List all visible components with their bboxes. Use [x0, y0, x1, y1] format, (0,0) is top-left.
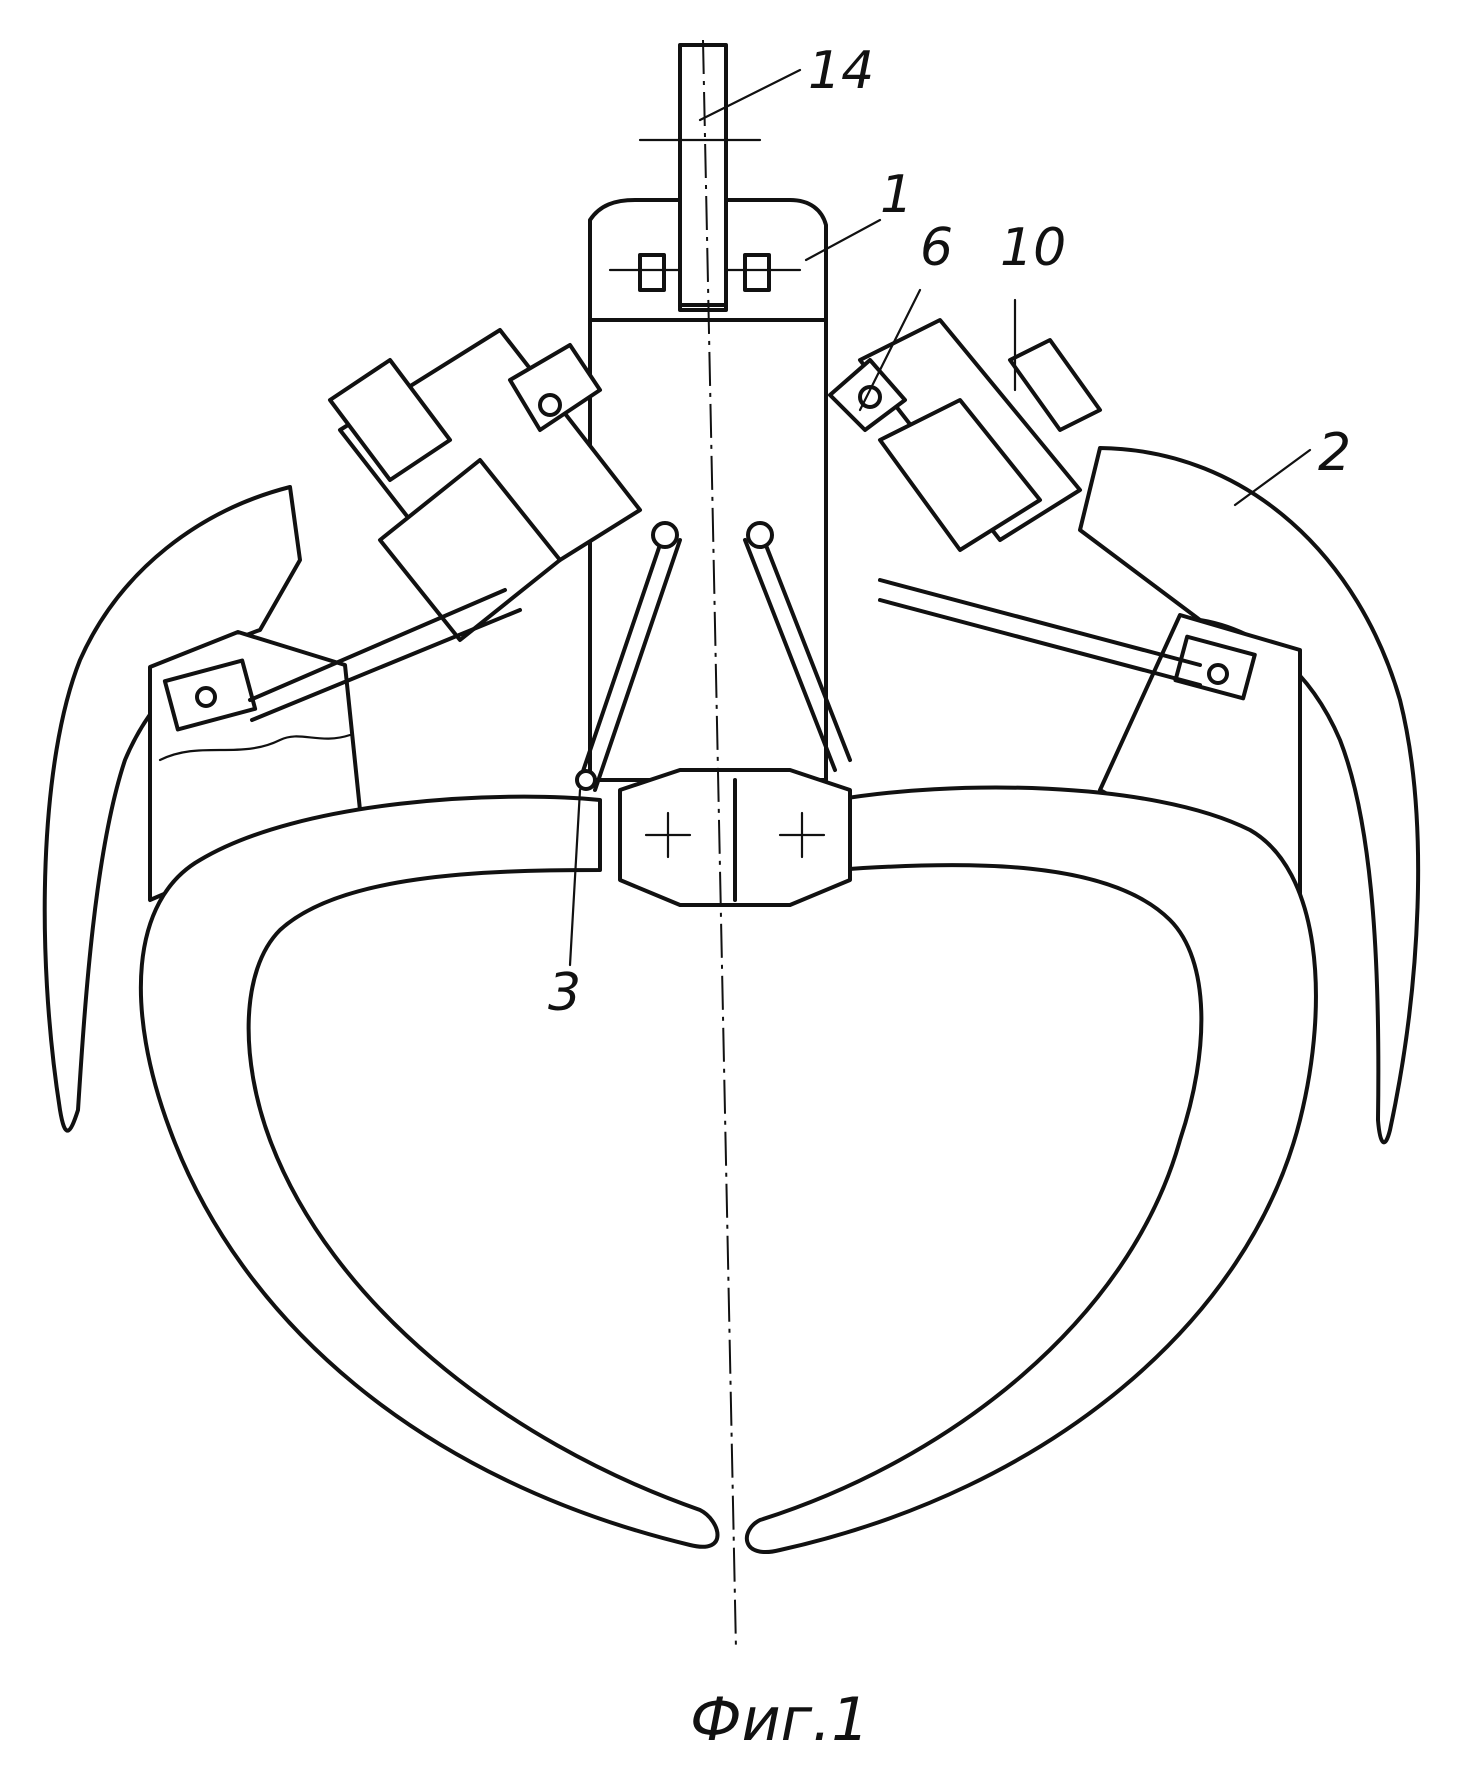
figure-caption: Фиг.1	[690, 1685, 869, 1755]
inner-jaw-right	[747, 788, 1316, 1553]
label-1: 1	[880, 165, 913, 225]
label-2: 2	[1318, 423, 1351, 483]
label-3: 3	[548, 963, 581, 1023]
label-10: 10	[1000, 218, 1066, 278]
label-14: 14	[808, 41, 874, 101]
inner-jaw-left	[141, 797, 718, 1547]
central-hub	[620, 770, 850, 905]
label-6: 6	[920, 218, 953, 278]
